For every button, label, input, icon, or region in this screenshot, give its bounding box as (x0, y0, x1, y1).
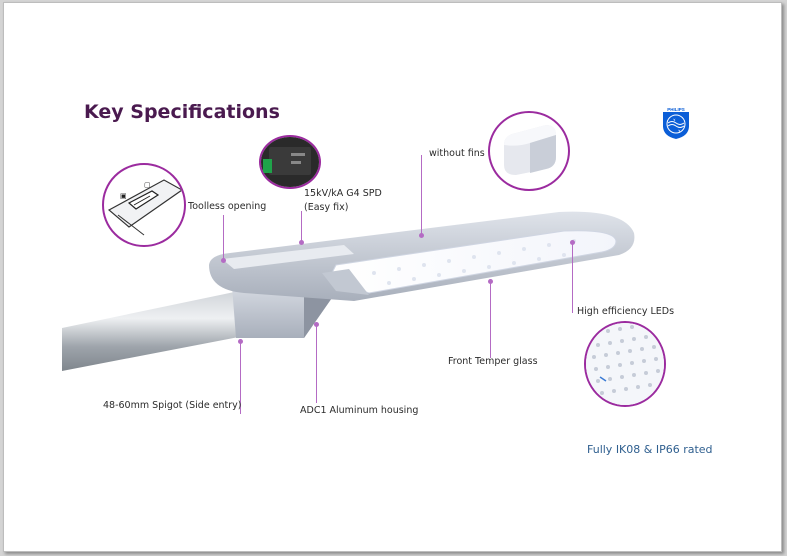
svg-text:▣: ▣ (120, 193, 127, 200)
leds-detail-image (584, 321, 666, 407)
callout-high-efficiency-leds: High efficiency LEDs (577, 306, 675, 317)
luminaire-illustration (4, 3, 781, 551)
svg-text:PHILIPS: PHILIPS (667, 107, 685, 112)
callout-aluminum-housing: ADC1 Aluminum housing (300, 405, 419, 416)
callout-without-fins: without fins (429, 148, 485, 159)
callout-spd-line1: 15kV/kA G4 SPD (304, 188, 382, 199)
callout-spigot: 48-60mm Spigot (Side entry) (103, 400, 242, 411)
callout-spd-line2: (Easy fix) (304, 202, 349, 213)
svg-text:▢: ▢ (144, 182, 151, 189)
fins-detail-image (488, 111, 570, 191)
page: Key Specifications PHILIPS (3, 2, 782, 552)
rating-text: Fully IK08 & IP66 rated (587, 443, 713, 456)
philips-logo: PHILIPS (662, 106, 690, 140)
callout-front-temper-glass: Front Temper glass (448, 356, 538, 367)
spd-detail-image (259, 135, 321, 189)
callout-toolless-opening: Toolless opening (188, 201, 267, 212)
toolless-detail-image: ▣ ▢ (102, 163, 186, 247)
page-title: Key Specifications (84, 101, 280, 123)
